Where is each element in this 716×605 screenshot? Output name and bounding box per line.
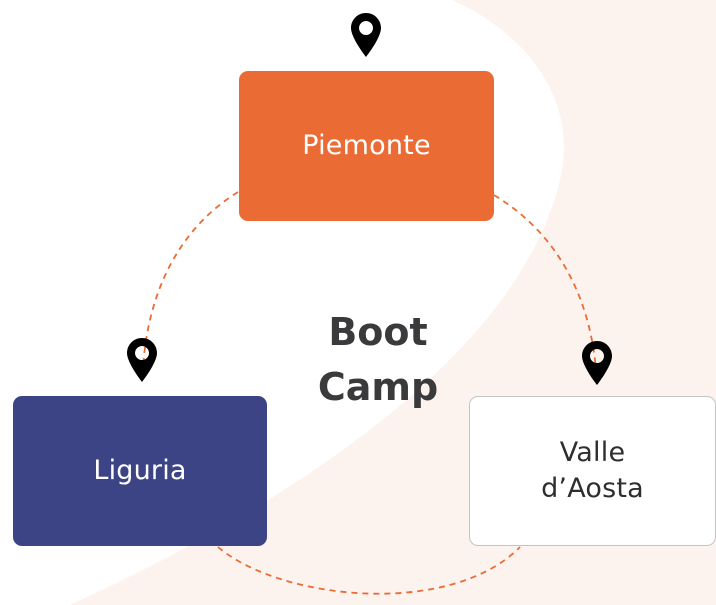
connector-piemonte-valle [493, 194, 597, 371]
node-liguria: Liguria [13, 396, 267, 546]
center-title-line-2: Camp [317, 365, 439, 409]
node-valle-aosta-label: Valle d’Aosta [541, 436, 644, 504]
node-liguria-label: Liguria [93, 454, 187, 486]
map-pin-icon [351, 13, 381, 57]
node-piemonte: Piemonte [239, 71, 494, 221]
center-title-line-1: Boot [328, 310, 428, 354]
map-pin-icon [582, 341, 612, 385]
node-valle-aosta: Valle d’Aosta [469, 396, 716, 546]
node-piemonte-label: Piemonte [302, 129, 431, 161]
map-pin-icon [127, 338, 157, 382]
connector-liguria-valle [217, 546, 521, 595]
center-title: Boot Camp [295, 305, 461, 415]
